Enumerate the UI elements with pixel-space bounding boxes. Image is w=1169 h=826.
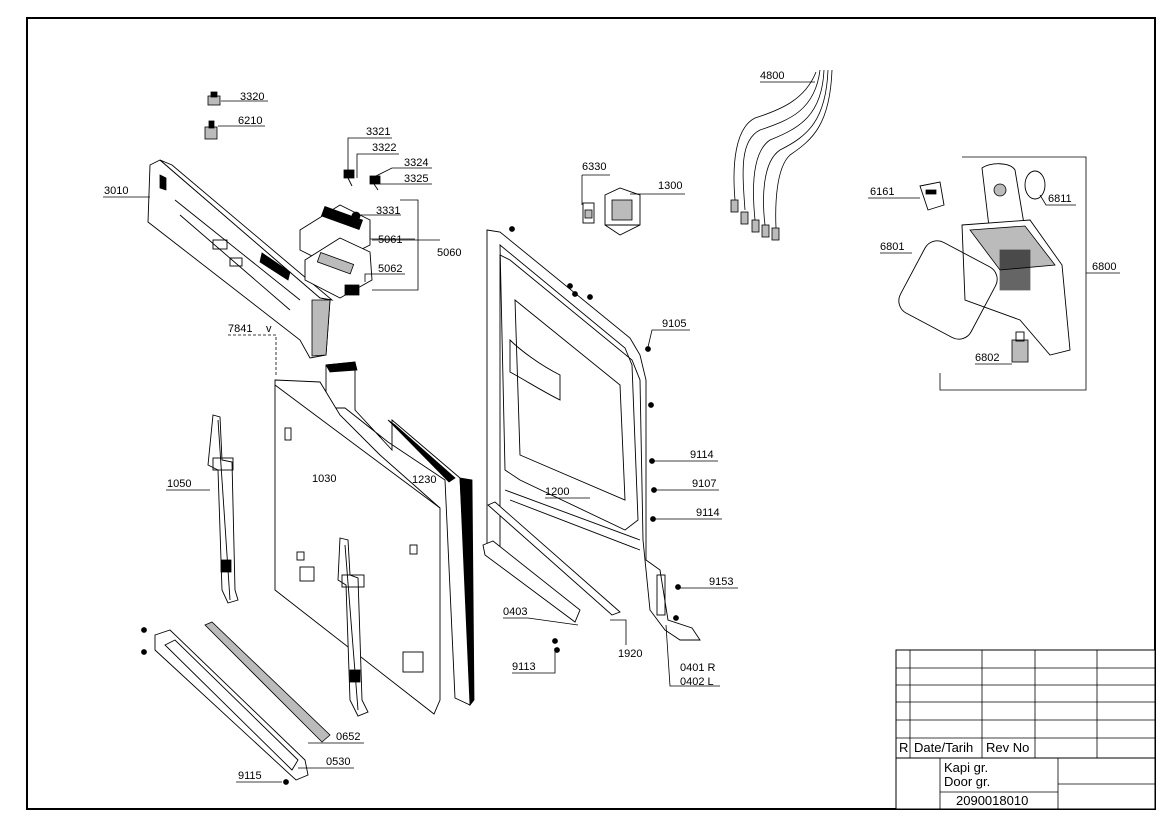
- title-block-date-header: Date/Tarih: [914, 740, 973, 755]
- label-5060: 5060: [437, 247, 461, 259]
- title-block-title-tr: Kapi gr.: [944, 760, 988, 775]
- title-block-title-en: Door gr.: [944, 774, 990, 789]
- label-9114-upper: 9114: [690, 449, 714, 461]
- part-0652-strip: [204, 621, 331, 743]
- label-1920: 1920: [618, 648, 642, 660]
- part-1050-hinge-rail: [207, 414, 239, 604]
- part-labels: 3320 6210 3010 3321 3322 3324 3325 3331 …: [104, 70, 1116, 782]
- label-6161: 6161: [870, 186, 894, 198]
- label-3321: 3321: [366, 126, 390, 138]
- label-6800: 6800: [1092, 261, 1116, 273]
- title-block: R Date/Tarih Rev No Kapi gr. Door gr. 20…: [895, 649, 1156, 810]
- label-1230: 1230: [412, 474, 436, 486]
- label-6811: 6811: [1048, 193, 1072, 205]
- part-3320-knob: [207, 91, 221, 106]
- part-1030-panel: [274, 379, 441, 715]
- screws: [141, 226, 681, 785]
- label-9115: 9115: [238, 770, 262, 782]
- title-block-revno-header: Rev No: [986, 740, 1029, 755]
- label-7841-suffix: v: [266, 323, 272, 335]
- label-0403: 0403: [503, 606, 527, 618]
- label-1030: 1030: [312, 473, 336, 485]
- part-6800-dispenser: [898, 163, 1071, 363]
- label-9153: 9153: [709, 576, 733, 588]
- label-6330: 6330: [582, 161, 606, 173]
- part-1920-strip: [487, 501, 621, 616]
- part-1230-panel: [325, 361, 475, 707]
- label-0401: 0401 R: [680, 662, 716, 674]
- label-5061: 5061: [378, 234, 402, 246]
- label-9105: 9105: [662, 318, 686, 330]
- label-3010: 3010: [104, 185, 128, 197]
- part-6210-knob: [204, 120, 218, 140]
- part-4800-cable-harness: [730, 69, 833, 241]
- label-9114-lower: 9114: [696, 507, 720, 519]
- part-hinge-rail-right: [337, 537, 369, 717]
- part-1200-door-frame: [486, 229, 701, 641]
- label-0652: 0652: [336, 731, 360, 743]
- label-3325: 3325: [404, 173, 428, 185]
- label-0402: 0402 L: [680, 676, 714, 688]
- label-3324: 3324: [404, 157, 428, 169]
- label-7841: 7841: [228, 323, 252, 335]
- label-3322: 3322: [372, 142, 396, 154]
- label-6801: 6801: [880, 241, 904, 253]
- part-3321-clips: [343, 169, 381, 191]
- label-1300: 1300: [658, 180, 682, 192]
- label-0530: 0530: [326, 756, 350, 768]
- parts-artwork: [141, 69, 1071, 785]
- part-0403-strip: [482, 540, 581, 623]
- title-block-rev-header: R: [899, 740, 908, 755]
- label-3320: 3320: [240, 91, 264, 103]
- label-1050: 1050: [167, 478, 191, 490]
- label-5062: 5062: [378, 263, 402, 275]
- part-6330-bracket: [582, 202, 595, 224]
- label-4800: 4800: [760, 70, 784, 82]
- label-3331: 3331: [376, 205, 400, 217]
- title-block-drawing-number: 2090018010: [956, 793, 1028, 808]
- leader-lines: [103, 81, 1120, 783]
- label-9113: 9113: [512, 661, 536, 673]
- label-9107: 9107: [692, 478, 716, 490]
- part-5060-electronic-boards: [299, 204, 373, 299]
- part-3010-control-panel: [147, 159, 334, 359]
- part-1300-hinge-block: [604, 187, 641, 236]
- label-6210: 6210: [238, 115, 262, 127]
- drawing-frame: [26, 17, 1156, 810]
- label-1200: 1200: [545, 486, 569, 498]
- label-6802: 6802: [975, 352, 999, 364]
- part-0530-kick-plate: [154, 629, 309, 781]
